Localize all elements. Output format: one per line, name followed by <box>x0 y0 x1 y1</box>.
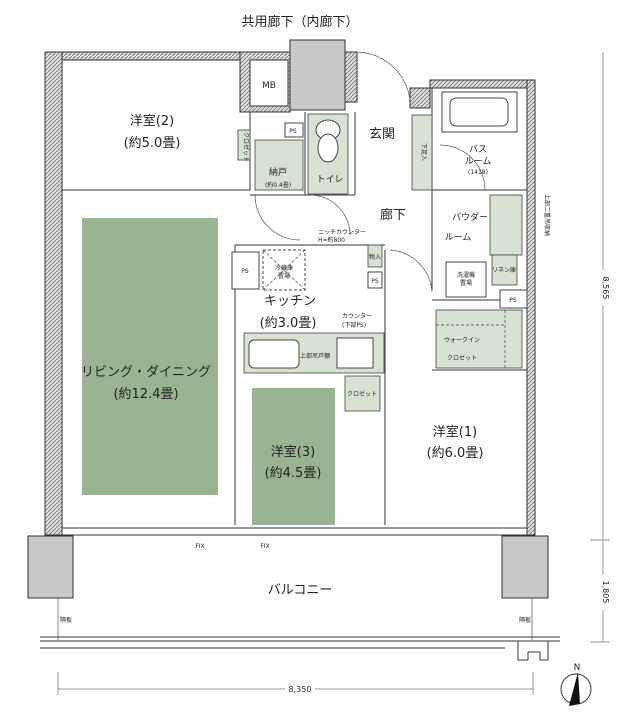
bath-line2: ルーム <box>465 156 492 167</box>
powder-line2: ルーム <box>445 232 472 243</box>
kitchen-name: キッチン <box>264 294 316 309</box>
western3-floor <box>252 388 335 525</box>
western3-size: (約4.5畳) <box>265 466 322 481</box>
western1-name: 洋室(1) <box>433 424 477 440</box>
linen-label: リネン庫 <box>492 266 516 274</box>
fixtures <box>231 91 523 412</box>
toilet-label: トイレ <box>316 175 343 185</box>
upper-cabinet-label: 上部吊戸棚 <box>300 352 330 360</box>
room-labels: 洋室(2) (約5.0畳) リビング・ダイニング (約12.4畳) 洋室(3) … <box>81 113 491 598</box>
balcony <box>27 535 560 661</box>
upper-shelf-label: 上部二重吊収納 <box>543 194 551 236</box>
entrance-label: 玄関 <box>369 127 395 142</box>
bath-size: (1418) <box>468 169 488 176</box>
niche-height: H=約800 <box>318 236 345 244</box>
counter-sub: (下部PS) <box>342 321 366 329</box>
living-floor <box>82 218 218 495</box>
walkin-line2: クロゼット <box>447 354 477 362</box>
ps-label: PS <box>241 268 249 275</box>
washer-label: 洗濯機 <box>457 271 475 279</box>
walkin-line1: ウォークイン <box>444 336 480 344</box>
ps-label: PS <box>509 297 517 304</box>
western3-name: 洋室(3) <box>271 444 315 460</box>
living-size: (約12.4畳) <box>113 387 178 402</box>
bath-line1: バス <box>469 144 487 155</box>
counter-label: カウンター <box>342 312 372 320</box>
western2-size: (約5.0畳) <box>124 136 181 151</box>
partition-label: 隔板 <box>519 616 531 624</box>
closet-2-label: クロゼット <box>242 132 250 162</box>
storage-small-label: 物入 <box>369 253 381 261</box>
partitions <box>62 88 527 536</box>
fridge-label-2: 置場 <box>278 272 290 280</box>
washer-label-2: 置場 <box>460 279 472 287</box>
storage-size: (約0.4畳) <box>265 181 291 189</box>
hallway-label: 廊下 <box>380 207 406 223</box>
depth-dimension: 8,565 <box>601 277 610 300</box>
north-label: N <box>574 663 581 673</box>
ps-label: PS <box>371 278 379 285</box>
doors <box>254 51 486 293</box>
shoe-label: 下足入 <box>420 143 427 161</box>
dimensions: 8,350 8,565 1,805 <box>57 52 610 695</box>
fix-label: FIX <box>195 543 204 550</box>
ps-labels: PS PS PS <box>241 128 379 285</box>
western2-name: 洋室(2) <box>130 113 174 129</box>
compass-icon: N <box>560 663 592 706</box>
fridge-label: 冷蔵庫 <box>275 264 293 272</box>
western1-size: (約6.0畳) <box>427 446 484 461</box>
balcony-depth-dimension: 1,805 <box>601 581 610 604</box>
fix-label: FIX <box>260 543 269 550</box>
shaft <box>289 39 346 111</box>
powder-line1: パウダー <box>452 211 488 223</box>
common-corridor-label: 共用廊下（内廊下） <box>241 14 358 30</box>
balcony-label: バルコニー <box>268 583 333 598</box>
living-name: リビング・ダイニング <box>81 365 211 380</box>
storage-name: 納戸 <box>269 166 287 178</box>
closet-label: クロゼット <box>347 390 377 398</box>
kitchen-size: (約3.0畳) <box>260 316 317 331</box>
fixture-labels: クロゼット ニッチカウンター H=約800 カウンター (下部PS) 上部吊戸棚… <box>60 132 551 624</box>
partition-label: 隔板 <box>60 616 72 624</box>
mb-label: MB <box>262 81 276 91</box>
niche-label: ニッチカウンター <box>318 228 366 236</box>
ps-label: PS <box>289 128 297 135</box>
walls <box>44 51 536 536</box>
width-dimension: 8,350 <box>289 685 312 694</box>
